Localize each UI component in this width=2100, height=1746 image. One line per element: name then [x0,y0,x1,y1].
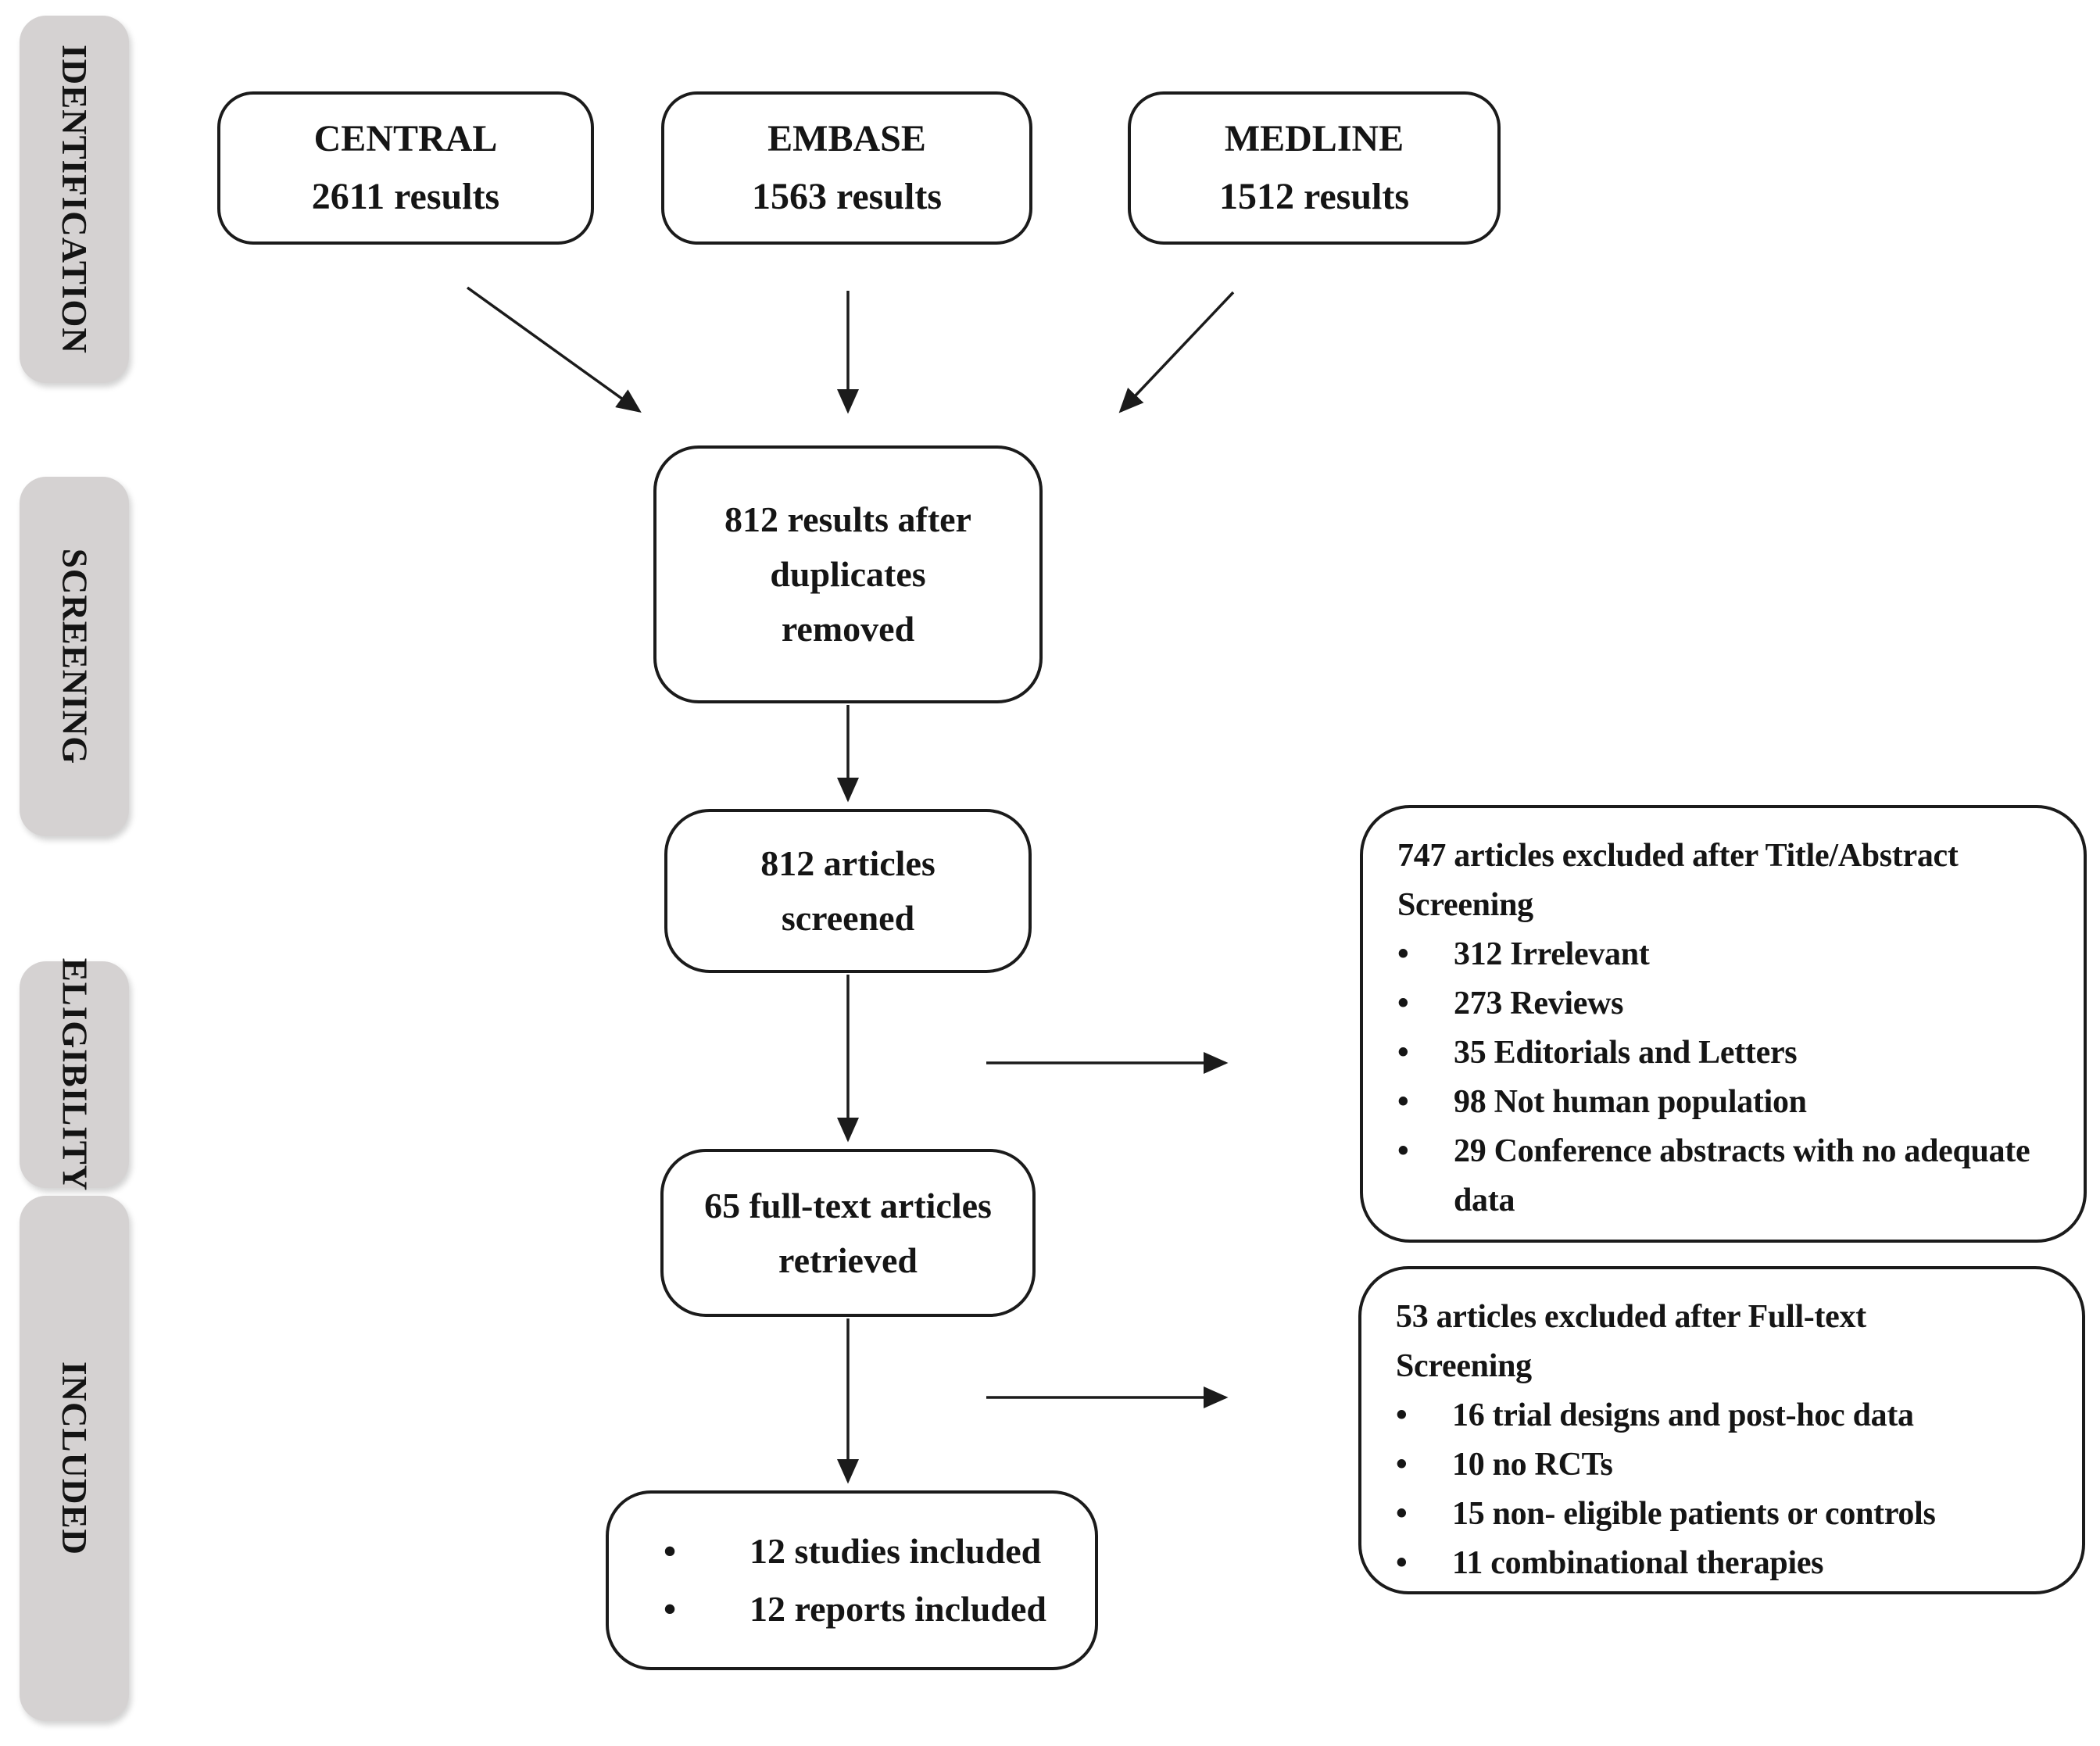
included-reports-text: 12 reports included [749,1589,1046,1629]
source-box-medline: MEDLINE 1512 results [1128,91,1501,245]
stage-label-screening: SCREENING [20,477,129,836]
source-box-central: CENTRAL 2611 results [217,91,594,245]
excl2-item-trial-designs: 16 trial designs and post-hoc data [1396,1391,2054,1440]
fulltext-line-1: 65 full-text articles [704,1185,992,1225]
exclusion-title-abstract-list: 312 Irrelevant 273 Reviews 35 Editorials… [1397,930,2055,1225]
stage-label-included-text: INCLUDED [55,1361,94,1556]
medline-name: MEDLINE [1224,118,1404,159]
excl1-title-line-2: Screening [1397,887,1533,923]
included-list: • 12 studies included • 12 reports inclu… [657,1522,1046,1638]
excl1-item-conference: 29 Conference abstracts with no adequate… [1397,1127,2055,1225]
excl1-item-reviews: 273 Reviews [1397,979,2055,1029]
flow-box-screened: 812 articles screened [664,809,1032,973]
exclusion-fulltext-title: 53 articles excluded after Full-text Scr… [1396,1293,2054,1391]
included-studies-text: 12 studies included [749,1531,1042,1571]
exclusion-title-abstract-title: 747 articles excluded after Title/Abstra… [1397,832,2055,930]
stage-label-identification: IDENTIFICATION [20,16,129,383]
stage-label-included: INCLUDED [20,1196,129,1721]
after-duplicates-line-2: duplicates [770,554,926,594]
after-duplicates-line-3: removed [781,609,915,649]
excl2-item-combinational: 11 combinational therapies [1396,1539,2054,1588]
excl1-item-irrelevant: 312 Irrelevant [1397,930,2055,979]
central-name: CENTRAL [313,118,498,159]
arrow-medline-to-duplicates [1118,291,1235,413]
stage-label-eligibility-text: ELIGIBILITY [55,957,94,1192]
excl1-item-not-human: 98 Not human population [1397,1078,2055,1127]
excl1-item-editorials: 35 Editorials and Letters [1397,1029,2055,1078]
arrow-central-to-duplicates [466,286,642,413]
flow-box-included: • 12 studies included • 12 reports inclu… [606,1490,1098,1670]
excl2-item-no-rcts: 10 no RCTs [1396,1440,2054,1490]
excl1-title-line-1: 747 articles excluded after Title/Abstra… [1397,838,1959,874]
exclusion-box-fulltext: 53 articles excluded after Full-text Scr… [1358,1266,2085,1594]
stage-label-screening-text: SCREENING [55,548,94,765]
exclusion-box-title-abstract: 747 articles excluded after Title/Abstra… [1360,805,2087,1243]
excl2-title-line-1: 53 articles excluded after Full-text [1396,1299,1866,1335]
included-item-reports: • 12 reports included [657,1580,1046,1638]
source-box-embase: EMBASE 1563 results [661,91,1032,245]
bullet-icon: • [664,1531,677,1571]
included-item-studies: • 12 studies included [657,1522,1046,1580]
screened-line-1: 812 articles [760,843,936,883]
stage-label-eligibility: ELIGIBILITY [20,958,129,1191]
flow-box-after-duplicates: 812 results after duplicates removed [653,445,1043,703]
fulltext-line-2: retrieved [778,1240,918,1280]
central-count: 2611 results [311,176,500,217]
screened-line-2: screened [781,898,915,938]
exclusion-fulltext-list: 16 trial designs and post-hoc data 10 no… [1396,1391,2054,1588]
stage-label-identification-text: IDENTIFICATION [55,45,95,354]
embase-name: EMBASE [767,118,926,159]
bullet-icon: • [664,1589,677,1629]
embase-count: 1563 results [751,176,943,217]
after-duplicates-line-1: 812 results after [724,499,971,539]
flow-box-fulltext-retrieved: 65 full-text articles retrieved [660,1149,1036,1317]
excl2-item-non-eligible: 15 non- eligible patients or controls [1396,1490,2054,1539]
excl2-title-line-2: Screening [1396,1348,1532,1384]
medline-count: 1512 results [1218,176,1410,217]
